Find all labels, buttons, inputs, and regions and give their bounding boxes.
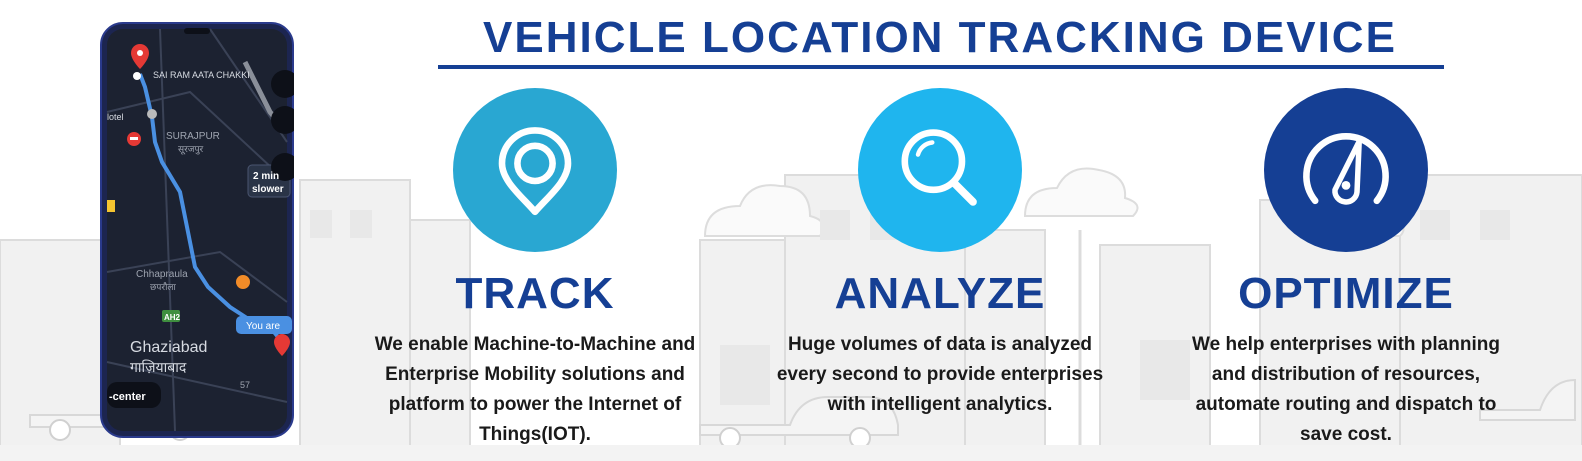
waypoint-icon — [147, 109, 157, 119]
feature-analyze: ANALYZE Huge volumes of data is analyzed… — [770, 88, 1110, 420]
feature-description: We enable Machine-to-Machine and Enterpr… — [374, 334, 696, 445]
feature-title: TRACK — [455, 269, 615, 318]
phone-map-mockup: SAI RAM AATA CHAKKI lotel SURAJPUR सूरजप… — [100, 22, 299, 438]
svg-text:57: 57 — [240, 380, 250, 390]
svg-text:You are: You are — [246, 321, 281, 332]
svg-text:छपरौला: छपरौला — [150, 281, 177, 293]
svg-text:AH2: AH2 — [164, 313, 181, 322]
feature-title: ANALYZE — [834, 269, 1046, 318]
destination-pin-icon — [274, 334, 290, 356]
optimize-badge — [1264, 88, 1428, 252]
feature-description: We help enterprises with planning and di… — [1192, 334, 1500, 445]
feature-title: OPTIMIZE — [1238, 269, 1454, 318]
track-badge — [453, 88, 617, 252]
svg-text:lotel: lotel — [107, 112, 124, 122]
svg-text:गाज़ियाबाद: गाज़ियाबाद — [130, 359, 187, 376]
feature-track: TRACK We enable Machine-to-Machine and E… — [365, 88, 705, 450]
speedometer-icon — [1303, 133, 1389, 205]
feature-optimize: OPTIMIZE We help enterprises with planni… — [1176, 88, 1516, 450]
analyze-badge — [858, 88, 1022, 252]
recenter-button — [107, 382, 161, 408]
page-title: VEHICLE LOCATION TRACKING DEVICE — [483, 13, 1397, 62]
svg-text:2 min: 2 min — [253, 171, 279, 182]
svg-text:slower: slower — [252, 184, 284, 195]
highway-badge — [162, 310, 180, 322]
feature-description: Huge volumes of data is analyzed every s… — [776, 334, 1104, 415]
svg-text:सूरजपुर: सूरजपुर — [178, 145, 204, 155]
svg-text:SURAJPUR: SURAJPUR — [166, 131, 220, 142]
magnifier-icon — [901, 129, 977, 206]
fuel-icon — [236, 275, 250, 289]
map-label-place: SAI RAM AATA CHAKKI — [153, 70, 250, 80]
svg-text:-center: -center — [109, 391, 146, 403]
svg-text:Chhapraula: Chhapraula — [136, 269, 188, 280]
location-pin-icon — [498, 127, 572, 216]
start-pin-icon — [131, 44, 149, 80]
svg-text:Ghaziabad: Ghaziabad — [130, 339, 207, 356]
title-underline — [438, 65, 1444, 69]
